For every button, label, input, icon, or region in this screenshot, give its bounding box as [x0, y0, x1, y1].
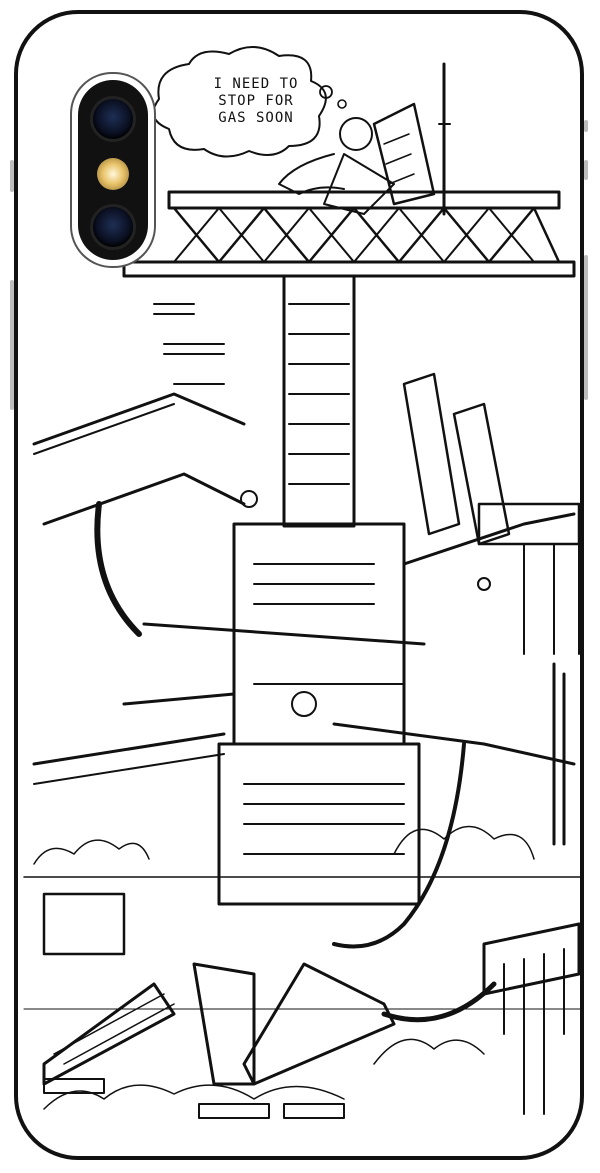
thought-line-1: I NEED TO [213, 76, 299, 92]
side-button-left-1 [10, 160, 14, 192]
camera-module [70, 72, 156, 268]
thought-line-3: GAS SOON [218, 110, 294, 126]
thought-line-2: STOP FOR [218, 93, 294, 109]
camera-lens-icon [90, 96, 136, 142]
flash-icon [97, 158, 129, 190]
camera-lens-icon [90, 204, 136, 250]
side-button-right-3 [584, 255, 588, 400]
side-button-left-2 [10, 280, 14, 410]
side-button-right-2 [584, 160, 588, 180]
thought-bubble-text: I NEED TO STOP FOR GAS SOON [186, 76, 326, 127]
machine-illustration [23, 46, 580, 1119]
side-button-right-1 [584, 120, 588, 132]
camera-housing [78, 80, 148, 260]
